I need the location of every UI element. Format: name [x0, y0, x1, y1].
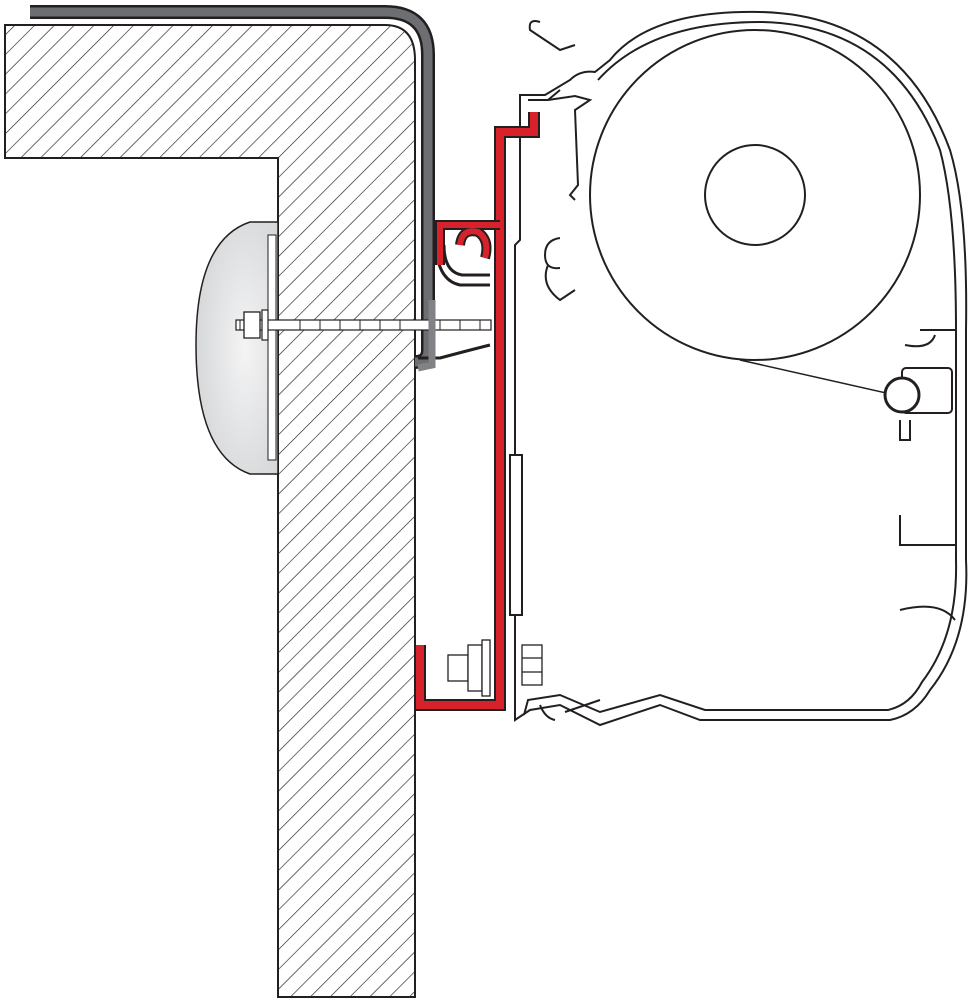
lower-bolts	[447, 639, 543, 697]
lead-rail-tube	[883, 376, 921, 414]
roller-axle	[704, 144, 806, 246]
adapter-bracket	[414, 112, 540, 711]
awning-cassette	[509, 10, 968, 727]
bolt	[235, 309, 492, 341]
fabric-line	[739, 359, 896, 396]
wall	[4, 24, 416, 998]
backing-plate	[195, 221, 279, 475]
nut-icon	[243, 311, 261, 339]
plate-washer	[267, 234, 277, 461]
